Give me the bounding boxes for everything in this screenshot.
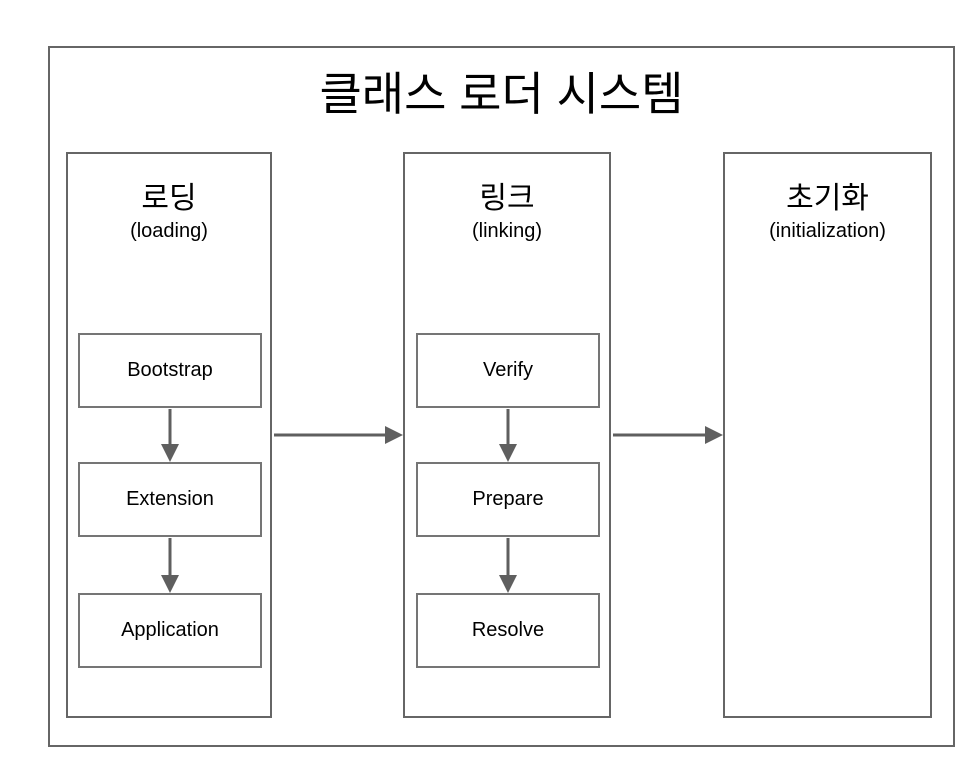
node-extension: Extension — [78, 462, 262, 537]
node-verify: Verify — [416, 333, 600, 408]
column-linking-heading: 링크 — [479, 182, 535, 215]
column-initialization-subheading: (initialization) — [769, 220, 886, 242]
diagram-title: 클래스 로더 시스템 — [319, 68, 684, 120]
column-initialization: 초기화 (initialization) — [723, 152, 932, 718]
column-initialization-heading: 초기화 — [786, 182, 869, 215]
node-prepare: Prepare — [416, 462, 600, 537]
node-bootstrap: Bootstrap — [78, 333, 262, 408]
column-linking-subheading: (linking) — [471, 220, 543, 242]
node-application: Application — [78, 593, 262, 668]
column-loading-heading: 로딩 — [141, 182, 197, 215]
column-loading-subheading: (loading) — [130, 220, 208, 242]
node-resolve: Resolve — [416, 593, 600, 668]
